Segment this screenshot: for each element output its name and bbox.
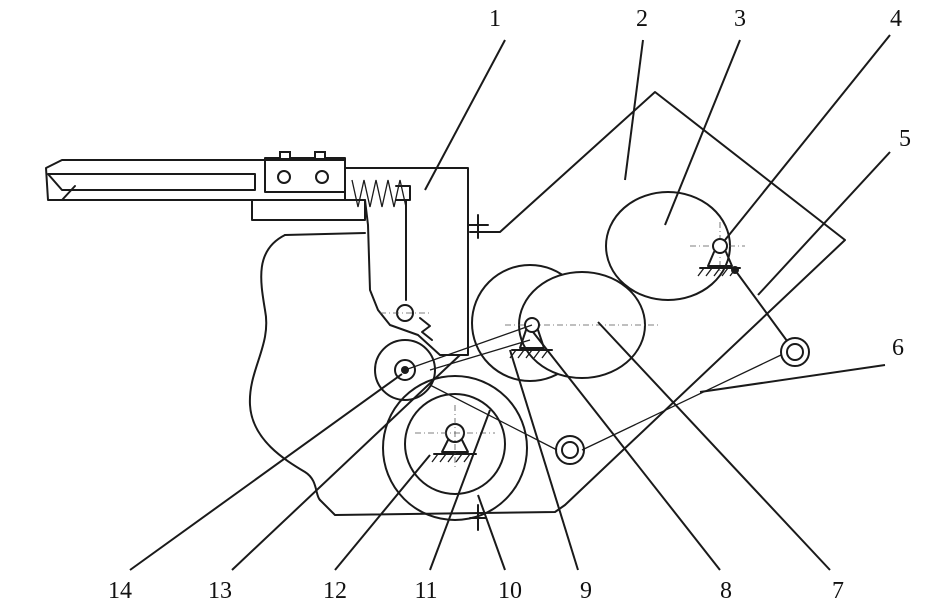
label-11: 11: [414, 578, 437, 604]
belt: [404, 324, 782, 451]
side-plate: [319, 91, 846, 516]
label-12: 12: [323, 578, 347, 604]
label-5: 5: [899, 126, 911, 152]
slide-rail: [45, 151, 366, 221]
lower-wheel-inner: [404, 393, 506, 495]
idler-pulley: [780, 337, 810, 367]
label-1: 1: [489, 6, 501, 32]
tension-arm: [734, 269, 791, 346]
bracket-roller: [374, 339, 436, 401]
label-3: 3: [734, 6, 746, 32]
spring: [351, 179, 407, 208]
label-9: 9: [580, 578, 592, 604]
label-10: 10: [498, 578, 522, 604]
lower-idler-pulley: [555, 435, 585, 465]
body-top-edge: [284, 232, 366, 236]
label-14: 14: [108, 578, 132, 604]
leader-lines: [129, 34, 891, 571]
upper-wheel-pivot: [697, 238, 741, 277]
label-7: 7: [832, 578, 844, 604]
body-outline: [248, 234, 321, 501]
label-13: 13: [208, 578, 232, 604]
upper-wheel: [605, 191, 731, 301]
bracket-notch: [419, 317, 433, 341]
spring-end: [395, 185, 411, 201]
lower-wheel-outer: [382, 375, 528, 521]
frame-bracket: [344, 167, 469, 356]
lower-wheel-pivot: [415, 405, 495, 470]
label-8: 8: [720, 578, 732, 604]
label-2: 2: [636, 6, 648, 32]
label-6: 6: [892, 335, 904, 361]
label-4: 4: [890, 6, 902, 32]
